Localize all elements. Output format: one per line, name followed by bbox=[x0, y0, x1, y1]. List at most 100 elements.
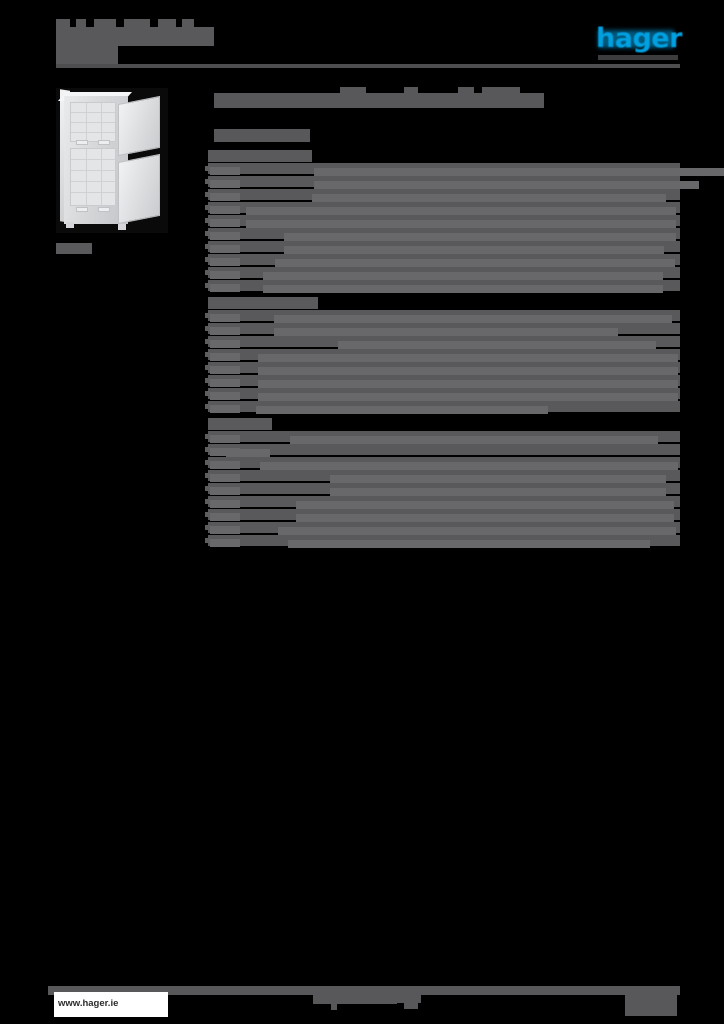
spec-row-label-redacted bbox=[210, 167, 240, 175]
row-bullet bbox=[205, 434, 210, 439]
row-bullet bbox=[205, 499, 210, 504]
spec-row bbox=[205, 254, 680, 267]
spec-row-value-redacted bbox=[284, 246, 664, 254]
spec-row-label-redacted bbox=[210, 340, 240, 348]
row-bullet bbox=[205, 205, 210, 210]
logo-baseline-redaction bbox=[598, 55, 678, 60]
spec-row bbox=[205, 336, 680, 349]
spec-row-label-redacted bbox=[210, 193, 240, 201]
spec-row bbox=[205, 496, 680, 509]
spec-row-label-redacted bbox=[210, 258, 240, 266]
spec-row bbox=[205, 457, 680, 470]
row-bullet bbox=[205, 179, 210, 184]
header-divider bbox=[56, 64, 680, 68]
spec-row-value-redacted bbox=[314, 181, 699, 189]
product-caption-redacted bbox=[56, 243, 92, 254]
footer-url-box[interactable]: www.hager.ie bbox=[54, 992, 168, 1017]
row-bullet bbox=[205, 270, 210, 275]
spec-row-label-redacted bbox=[210, 487, 240, 495]
footer-center-tick-b bbox=[404, 1003, 418, 1009]
spec-row-label-redacted bbox=[210, 180, 240, 188]
spec-row-value-redacted bbox=[246, 220, 676, 228]
heading-redaction-block bbox=[208, 418, 272, 430]
spec-row bbox=[205, 401, 680, 414]
spec-row-value-redacted bbox=[275, 259, 675, 267]
spec-row-value-redacted bbox=[256, 406, 548, 414]
spec-row bbox=[205, 241, 680, 254]
enclosure-foot-left bbox=[66, 222, 74, 228]
enclosure-upper-clamp-b bbox=[98, 140, 110, 145]
row-bullet bbox=[205, 313, 210, 318]
spec-row-value-redacted bbox=[263, 285, 663, 293]
heading-redaction-block bbox=[208, 297, 318, 309]
row-bullet bbox=[205, 192, 210, 197]
spec-row bbox=[205, 535, 680, 548]
spec-row-label-redacted bbox=[210, 448, 240, 456]
spec-section bbox=[205, 150, 724, 293]
spec-row-value-redacted bbox=[314, 168, 724, 176]
spec-row-label-redacted bbox=[210, 435, 240, 443]
spec-row-label-redacted bbox=[210, 353, 240, 361]
hager-logo-wordmark: hager bbox=[596, 23, 682, 54]
row-bullet bbox=[205, 538, 210, 543]
spec-row-value-redacted bbox=[296, 501, 674, 509]
spec-row-label-redacted bbox=[210, 500, 240, 508]
spec-row-label-redacted bbox=[210, 474, 240, 482]
footer-center-redacted-b bbox=[397, 990, 421, 1003]
spec-row-label-redacted bbox=[210, 513, 240, 521]
spec-row-value-redacted bbox=[312, 194, 666, 202]
spec-row-label-redacted bbox=[210, 366, 240, 374]
row-bullet bbox=[205, 512, 210, 517]
row-bullet bbox=[205, 391, 210, 396]
spec-row-value-redacted bbox=[288, 540, 650, 548]
row-bullet bbox=[205, 473, 210, 478]
spec-row-value-redacted bbox=[274, 328, 618, 336]
footer-url-link[interactable]: www.hager.ie bbox=[58, 998, 119, 1009]
spec-row bbox=[205, 483, 680, 496]
logo-smudge bbox=[598, 30, 674, 48]
spec-row-label-redacted bbox=[210, 271, 240, 279]
spec-row bbox=[205, 310, 680, 323]
enclosure-upper-clamp-a bbox=[76, 140, 88, 145]
spec-section-separator bbox=[208, 293, 680, 297]
footer-right-redacted bbox=[625, 990, 677, 1016]
spec-row-value-redacted bbox=[258, 367, 678, 375]
spec-row-label-redacted bbox=[210, 206, 240, 214]
enclosure-upper-door bbox=[118, 95, 160, 157]
spec-row-value-redacted bbox=[263, 272, 663, 280]
spec-row bbox=[205, 267, 680, 280]
spec-row-value-redacted bbox=[338, 341, 656, 349]
row-bullet bbox=[205, 404, 210, 409]
row-bullet bbox=[205, 283, 210, 288]
spec-row-label-redacted bbox=[210, 219, 240, 227]
spec-row bbox=[205, 522, 680, 535]
spec-row bbox=[205, 228, 680, 241]
spec-row-value-redacted bbox=[258, 393, 678, 401]
enclosure-lower-panel bbox=[70, 148, 116, 206]
row-bullet bbox=[205, 326, 210, 331]
spec-row-label-redacted bbox=[210, 539, 240, 547]
spec-row-value-redacted bbox=[290, 436, 658, 444]
spec-row bbox=[205, 202, 680, 215]
row-bullet bbox=[205, 231, 210, 236]
spec-row-value-redacted bbox=[274, 315, 672, 323]
spec-row bbox=[205, 509, 680, 522]
spec-row bbox=[205, 444, 680, 457]
spec-row-label-redacted bbox=[210, 379, 240, 387]
spec-section-heading-redacted bbox=[208, 297, 680, 309]
page-subtitle-redacted bbox=[214, 129, 310, 142]
spec-row-label-redacted bbox=[210, 232, 240, 240]
spec-row-label-redacted bbox=[210, 284, 240, 292]
spec-section bbox=[205, 418, 680, 548]
spec-row bbox=[205, 176, 699, 189]
row-bullet bbox=[205, 460, 210, 465]
enclosure-upper-panel bbox=[70, 102, 116, 142]
row-bullet bbox=[205, 525, 210, 530]
spec-row-label-redacted bbox=[210, 327, 240, 335]
row-bullet bbox=[205, 339, 210, 344]
footer-center-tick-a bbox=[331, 1004, 337, 1010]
hager-logo: hager bbox=[596, 23, 682, 54]
spec-section-separator bbox=[208, 414, 680, 418]
enclosure-lower-door bbox=[118, 153, 160, 225]
